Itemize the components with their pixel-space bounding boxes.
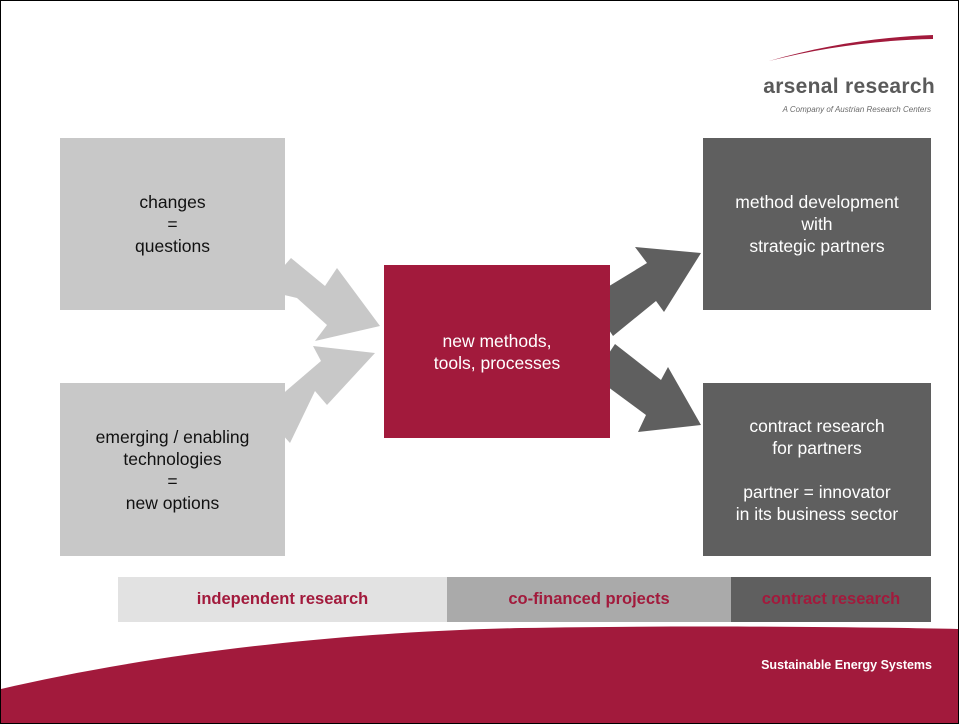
footer-title: Sustainable Energy Systems — [761, 658, 932, 672]
band-co-financed-projects: co-financed projects — [447, 577, 731, 622]
box-contract-research: contract research for partners partner =… — [703, 383, 931, 556]
logo-name: arsenal research — [763, 75, 935, 98]
box-method-development: method development with strategic partne… — [703, 138, 931, 310]
box-emerging-technologies: emerging / enabling technologies = new o… — [60, 383, 285, 556]
arrow-center-to-contract — [597, 344, 701, 432]
footer-wave — [1, 626, 958, 723]
box-new-methods: new methods, tools, processes — [384, 265, 610, 438]
company-logo: arsenal research A Company of Austrian R… — [729, 25, 935, 114]
logo-swoosh-icon — [769, 35, 933, 61]
band-independent-research: independent research — [118, 577, 447, 622]
logo-tagline: A Company of Austrian Research Centers — [782, 105, 931, 114]
band-contract-research: contract research — [731, 577, 931, 622]
box-changes-questions: changes = questions — [60, 138, 285, 310]
